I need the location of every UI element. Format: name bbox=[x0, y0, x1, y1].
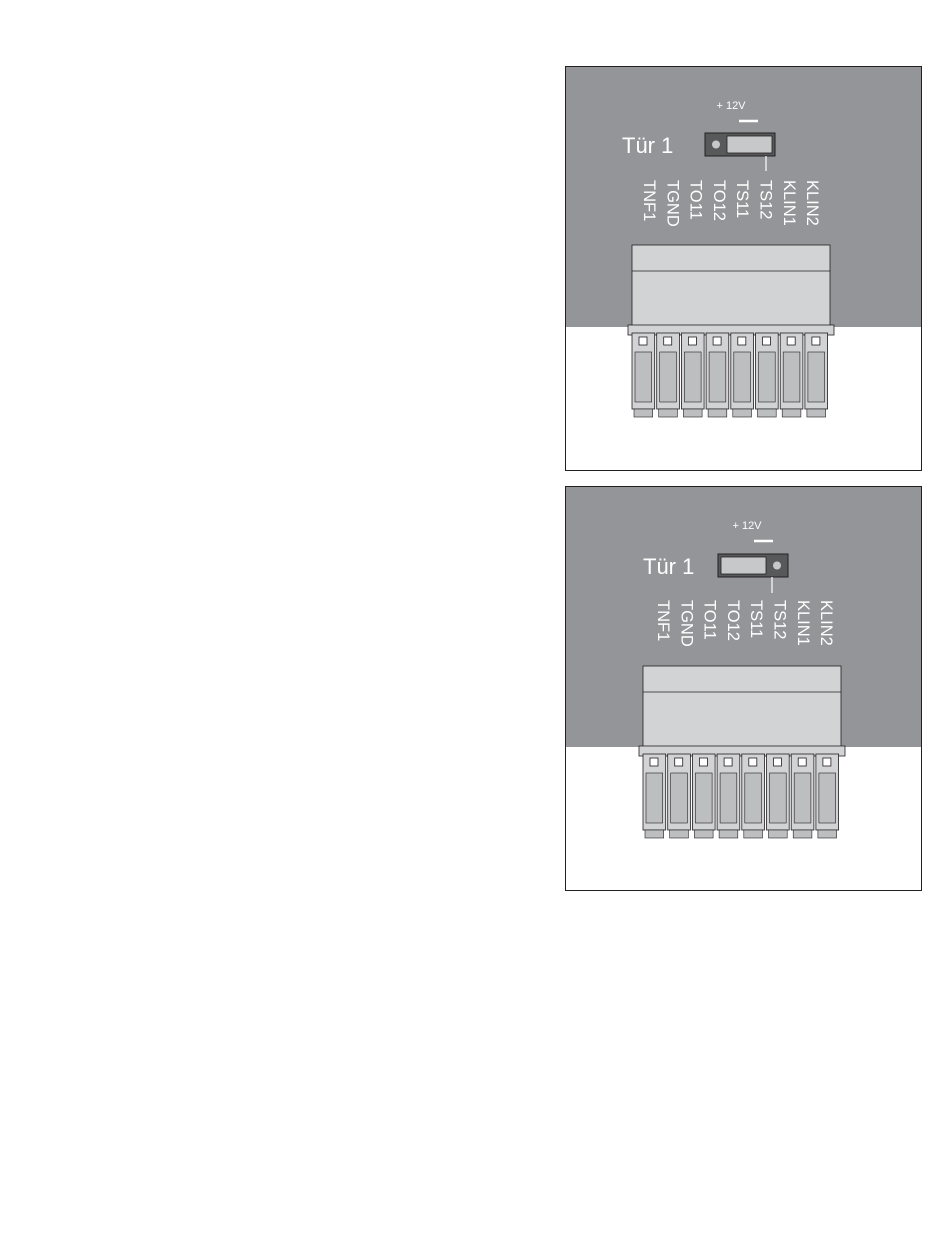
terminal-foot bbox=[670, 830, 689, 838]
terminal-foot bbox=[694, 830, 713, 838]
wire-entry bbox=[709, 352, 726, 402]
wire-entry bbox=[660, 352, 677, 402]
terminal-label: TO12 bbox=[724, 600, 742, 641]
terminal-foot bbox=[733, 409, 752, 417]
wire-entry bbox=[695, 773, 712, 823]
terminal-foot bbox=[744, 830, 763, 838]
jumper-diagram-panel-2: + 12V Tür 1 TNF1 TGND TO11 TO12 TS11 TS12 KLIN… bbox=[565, 486, 922, 891]
terminal-label: TS12 bbox=[771, 600, 789, 639]
terminal-foot bbox=[807, 409, 826, 417]
terminal-label: TGND bbox=[663, 180, 681, 227]
door-label: Tür 1 bbox=[643, 554, 694, 579]
wire-entry bbox=[635, 352, 652, 402]
terminal-foot bbox=[758, 409, 777, 417]
terminal-screw bbox=[713, 337, 721, 345]
wire-entry bbox=[808, 352, 825, 402]
voltage-label: + 12V bbox=[716, 100, 746, 112]
terminal-foot bbox=[719, 830, 738, 838]
door-label: Tür 1 bbox=[622, 133, 673, 158]
terminal-screw bbox=[699, 758, 707, 766]
wire-entry bbox=[671, 773, 688, 823]
jumper bbox=[718, 554, 788, 577]
connector-housing bbox=[643, 666, 841, 748]
wire-entry bbox=[646, 773, 663, 823]
terminal-screw bbox=[688, 337, 696, 345]
terminal-foot bbox=[782, 409, 801, 417]
terminal-foot bbox=[818, 830, 837, 838]
free-pin bbox=[712, 141, 720, 149]
terminal-screw bbox=[787, 337, 795, 345]
terminal-foot bbox=[793, 830, 812, 838]
terminal-foot bbox=[634, 409, 653, 417]
terminal-foot bbox=[769, 830, 788, 838]
terminal-screw bbox=[823, 758, 831, 766]
terminal-foot bbox=[683, 409, 702, 417]
terminal-label: TO12 bbox=[710, 180, 728, 221]
wire-entry bbox=[783, 352, 800, 402]
wire-entry bbox=[720, 773, 737, 823]
terminal-label: TNF1 bbox=[640, 180, 658, 221]
terminal-label: KLIN1 bbox=[780, 180, 798, 226]
terminal-screw bbox=[639, 337, 647, 345]
terminal-label: TNF1 bbox=[654, 600, 672, 641]
terminal-connector bbox=[628, 245, 834, 417]
wire-entry bbox=[734, 352, 751, 402]
voltage-label: + 12V bbox=[732, 520, 762, 532]
terminal-screw bbox=[749, 758, 757, 766]
terminal-label: TGND bbox=[677, 600, 695, 647]
terminal-foot bbox=[645, 830, 664, 838]
jumper-cap bbox=[727, 136, 772, 153]
jumper-diagram-panel-1: + 12V Tür 1 TNF1 TGND TO11 TO12 TS11 TS12 KLIN… bbox=[565, 66, 922, 471]
terminal-label: KLIN2 bbox=[803, 180, 821, 226]
terminal-screw bbox=[664, 337, 672, 345]
wire-entry bbox=[684, 352, 701, 402]
terminal-foot bbox=[659, 409, 678, 417]
terminal-label: TS12 bbox=[757, 180, 775, 219]
terminal-screw bbox=[675, 758, 683, 766]
terminal-screw bbox=[650, 758, 658, 766]
free-pin bbox=[773, 562, 781, 570]
terminal-label: KLIN2 bbox=[817, 600, 835, 646]
jumper bbox=[705, 133, 775, 156]
terminal-screw bbox=[798, 758, 806, 766]
terminal-screw bbox=[738, 337, 746, 345]
terminal-label: TS11 bbox=[747, 600, 765, 638]
connector-housing bbox=[632, 245, 830, 327]
diagram-svg: + 12V Tür 1 TNF1 TGND TO11 TO12 TS11 TS12 KLIN… bbox=[566, 487, 922, 891]
terminal-label: TS11 bbox=[733, 180, 751, 218]
terminal-connector bbox=[639, 666, 845, 838]
terminal-screw bbox=[812, 337, 820, 345]
terminal-screw bbox=[763, 337, 771, 345]
terminal-screw bbox=[724, 758, 732, 766]
terminal-label: KLIN1 bbox=[794, 600, 812, 646]
wire-entry bbox=[794, 773, 811, 823]
wire-entry bbox=[745, 773, 762, 823]
terminal-screw bbox=[774, 758, 782, 766]
terminal-label: TO11 bbox=[687, 180, 705, 220]
wire-entry bbox=[759, 352, 776, 402]
terminal-label: TO11 bbox=[701, 600, 719, 640]
diagram-svg: + 12V Tür 1 TNF1 TGND TO11 TO12 TS11 TS12 KLIN… bbox=[566, 67, 922, 471]
wire-entry bbox=[770, 773, 787, 823]
jumper-cap bbox=[721, 557, 766, 574]
wire-entry bbox=[819, 773, 836, 823]
terminal-foot bbox=[708, 409, 727, 417]
